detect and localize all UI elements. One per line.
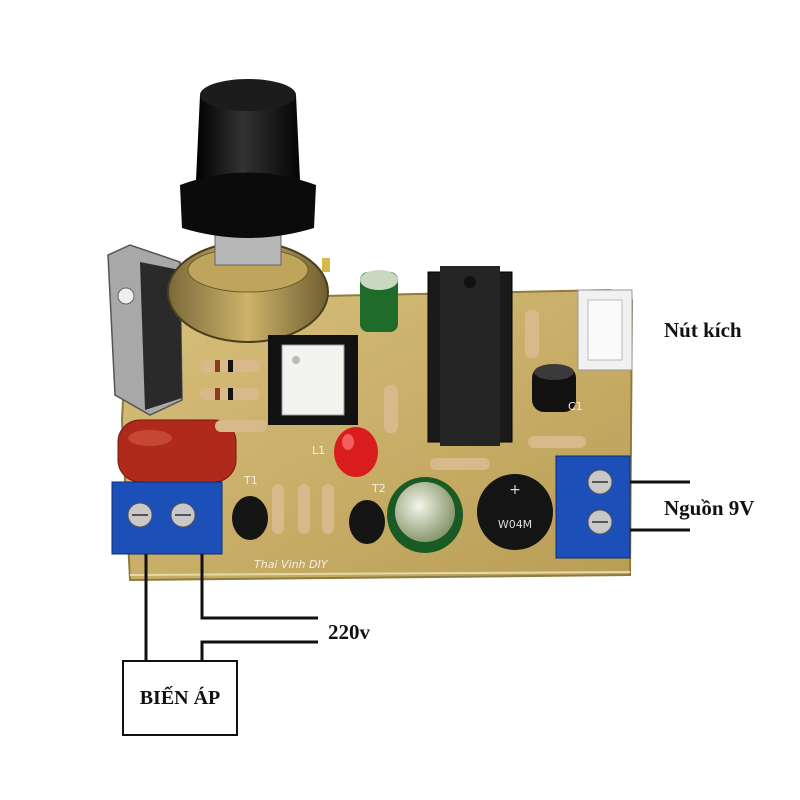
trigger-connector[interactable] [577,289,633,371]
electrolytic-capacitor-large [387,477,463,553]
potentiometer-knob[interactable] [180,79,316,238]
resistor-group-middle [272,310,586,534]
optocoupler [268,335,358,425]
capacitor-c1 [532,364,576,412]
resistor-group-left [200,360,267,432]
terminal-block-right[interactable] [555,455,631,559]
silk-l1: L1 [312,444,325,457]
silk-t1: T1 [243,474,258,487]
transistor-t2 [349,500,385,544]
led-red [334,427,378,477]
bridge-rectifier: + W04M [477,474,553,550]
svg-text:+: + [509,482,521,498]
transformer-box: BIẾN ÁP [122,660,238,736]
terminal-block-left[interactable] [111,481,223,555]
silk-c1: C1 [568,400,583,413]
transformer-label: BIẾN ÁP [139,686,221,709]
silk-t2: T2 [371,482,386,495]
electrolytic-capacitor-small [360,270,398,332]
silk-brand: Thai Vinh DIY [254,558,329,571]
trigger-button-label: Nút kích [664,318,742,342]
bridge-part-label: W04M [498,518,532,531]
wires [144,480,690,662]
power-9v-label: Nguồn 9V [664,496,755,520]
ic-chip [427,266,513,446]
mains-220v-label: 220v [328,620,370,644]
transistor-t1 [232,496,268,540]
triac-heatsink [107,244,183,416]
